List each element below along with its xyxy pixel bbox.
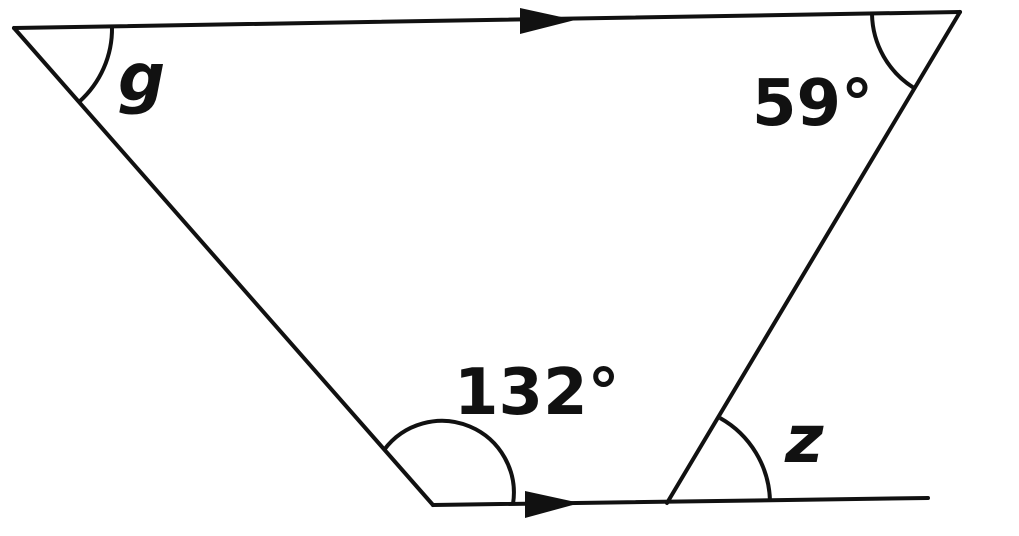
- bottom-side-extended: [431, 496, 930, 507]
- angle-label-z: z: [784, 401, 824, 478]
- top-parallel-arrow-icon: [520, 8, 575, 34]
- angle-arc-top-right: [870, 13, 916, 90]
- angle-label-132: 132°: [454, 356, 620, 430]
- right-side: [665, 10, 962, 505]
- angle-arc-top-left: [77, 26, 115, 104]
- angle-label-59: 59°: [752, 67, 873, 141]
- left-side: [12, 26, 435, 507]
- bottom-parallel-arrow-icon: [525, 491, 580, 518]
- top-side: [12, 10, 962, 30]
- angle-arc-exterior: [719, 416, 772, 502]
- angle-label-g: g: [118, 39, 165, 116]
- angle-arc-bottom-left: [382, 418, 516, 505]
